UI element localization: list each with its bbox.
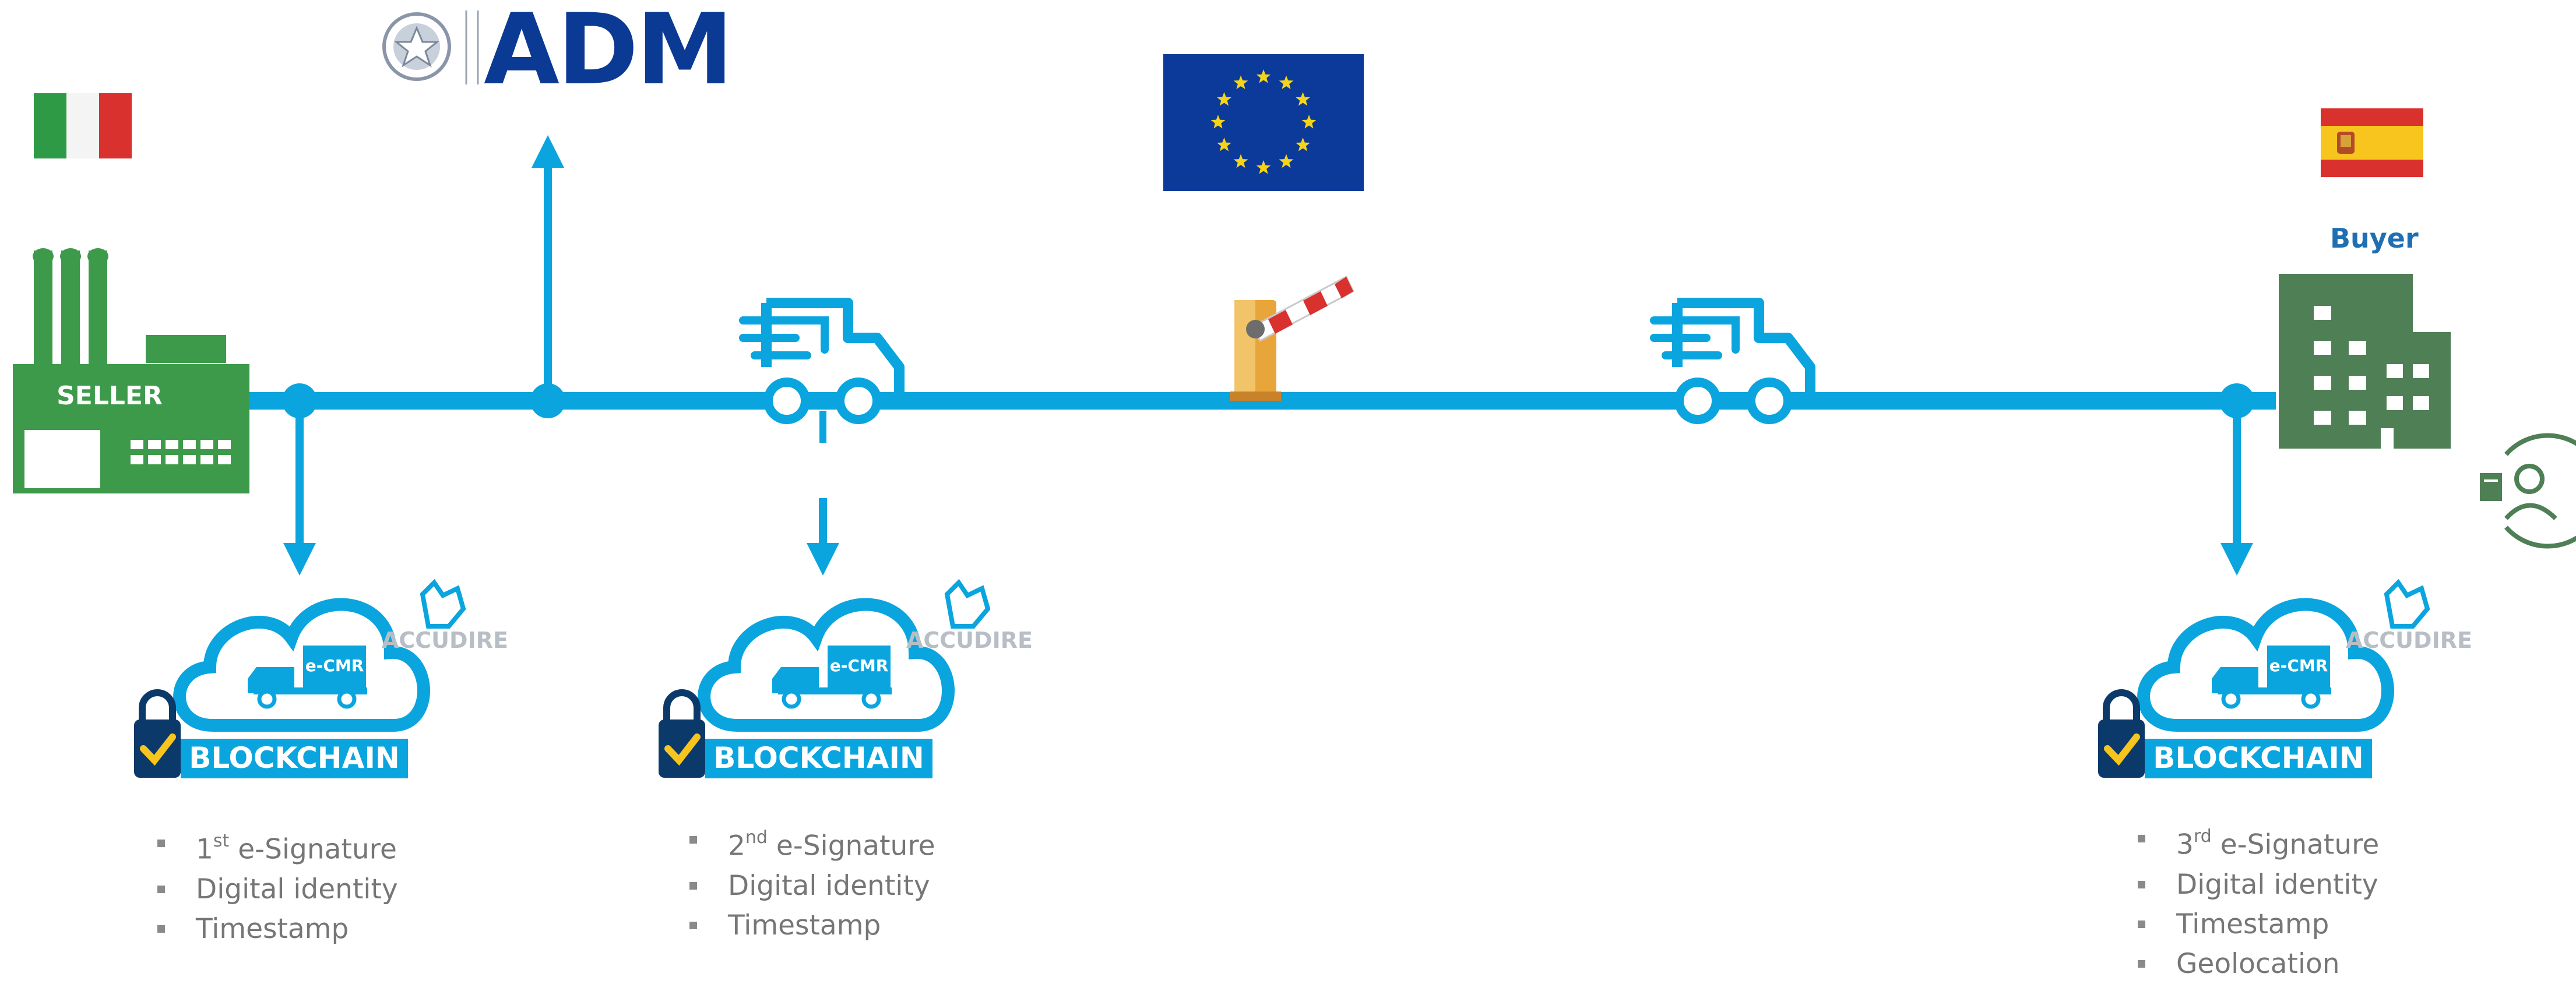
truck-cab <box>772 667 819 693</box>
check-icon <box>140 733 176 766</box>
eu-flag-icon <box>1163 54 1364 191</box>
factory-icon: SELLER <box>13 248 249 493</box>
lock-icon <box>659 720 705 778</box>
blockchain-cloud-2: e-CMR ACCUDIRE BLOCKCHAIN <box>659 579 1033 778</box>
adm-emblem-icon <box>382 10 479 84</box>
list-item: Timestamp <box>2138 905 2379 944</box>
buyer-label: Buyer <box>2330 223 2419 254</box>
step-2-list: 2nd e-Signature Digital identity Timesta… <box>689 820 935 946</box>
blockchain-cloud-3: e-CMR ACCUDIRE BLOCKCHAIN <box>2098 579 2472 778</box>
building-icon <box>2279 274 2451 449</box>
eu-star-icon <box>1217 92 1231 106</box>
cloud-icon <box>173 598 430 732</box>
step-3-list: 3rd e-Signature Digital identity Timesta… <box>2138 819 2379 984</box>
lock-shackle <box>663 689 701 722</box>
timeline-dot-adm <box>530 383 565 418</box>
blockchain-banner <box>705 739 932 778</box>
list-item: Digital identity <box>2138 865 2379 905</box>
accudire-brand: ACCUDIRE <box>382 627 508 653</box>
seller-label: SELLER <box>57 381 163 411</box>
accudire-brand: ACCUDIRE <box>906 627 1033 653</box>
check-icon <box>664 733 701 766</box>
barrier-icon <box>1230 275 1354 401</box>
signature-item: 3rd e-Signature <box>2138 819 2379 865</box>
truck-cargo-box <box>828 646 891 687</box>
rhino-icon <box>2384 579 2430 629</box>
wheel <box>2221 689 2241 709</box>
rhino-icon <box>944 579 991 629</box>
wheel <box>337 689 357 709</box>
truck-cab <box>2212 667 2258 693</box>
adm-logo-text: ADM <box>484 0 734 107</box>
truck-cargo-box <box>303 646 366 687</box>
lock-shackle <box>139 689 176 722</box>
blockchain-label: BLOCKCHAIN <box>713 741 924 775</box>
eu-star-icon <box>1296 92 1310 106</box>
ecmr-badge: e-CMR <box>305 656 364 675</box>
ecmr-badge: e-CMR <box>2269 656 2328 675</box>
list-item: Geolocation <box>2138 944 2379 984</box>
truck-cab <box>248 667 294 693</box>
truck-cargo-box <box>2267 646 2330 687</box>
eu-star-icon <box>1301 115 1317 129</box>
rhino-icon <box>420 579 466 629</box>
eu-star-icon <box>1233 154 1248 168</box>
accudire-brand: ACCUDIRE <box>2346 627 2472 653</box>
step-1-list: 1st e-Signature Digital identity Timesta… <box>157 824 398 949</box>
eu-star-icon <box>1296 137 1310 151</box>
cloud-icon <box>2137 598 2394 732</box>
list-item: Digital identity <box>157 870 398 909</box>
italy-flag-icon <box>34 93 132 158</box>
eu-star-icon <box>1210 115 1226 129</box>
blockchain-label: BLOCKCHAIN <box>2153 741 2364 775</box>
wheel <box>257 689 277 709</box>
ecmr-badge: e-CMR <box>830 656 889 675</box>
user-badge-icon <box>2480 433 2576 549</box>
truck-icon <box>1650 298 1815 424</box>
list-item: Digital identity <box>689 866 935 906</box>
spain-flag-icon <box>2321 108 2423 177</box>
eu-star-icon <box>1217 137 1231 151</box>
lock-icon <box>134 720 181 778</box>
wheel <box>861 689 881 709</box>
blockchain-cloud-1: e-CMR ACCUDIRE BLOCKCHAIN <box>134 579 508 778</box>
signature-item: 1st e-Signature <box>157 824 398 870</box>
wheel <box>2301 689 2321 709</box>
lock-shackle <box>2103 689 2140 722</box>
wheel <box>782 689 801 709</box>
blockchain-banner <box>2145 739 2372 778</box>
eu-star-icon <box>1256 160 1271 174</box>
truck-icon <box>739 298 905 424</box>
timeline-dot-seller <box>282 383 317 418</box>
truck-chassis <box>778 687 892 694</box>
truck-chassis <box>2218 687 2331 694</box>
blockchain-label: BLOCKCHAIN <box>189 741 400 775</box>
timeline-dot-buyer <box>2219 383 2254 418</box>
eu-star-icon <box>1279 75 1294 89</box>
blockchain-banner <box>181 739 408 778</box>
cloud-icon <box>698 598 955 732</box>
check-icon <box>2104 733 2140 766</box>
eu-star-icon <box>1279 154 1294 168</box>
eu-star-icon <box>1233 75 1248 89</box>
list-item: Timestamp <box>689 906 935 946</box>
signature-item: 2nd e-Signature <box>689 820 935 866</box>
lock-icon <box>2098 720 2145 778</box>
eu-star-icon <box>1256 69 1271 83</box>
truck-chassis <box>254 687 367 694</box>
list-item: Timestamp <box>157 909 398 949</box>
